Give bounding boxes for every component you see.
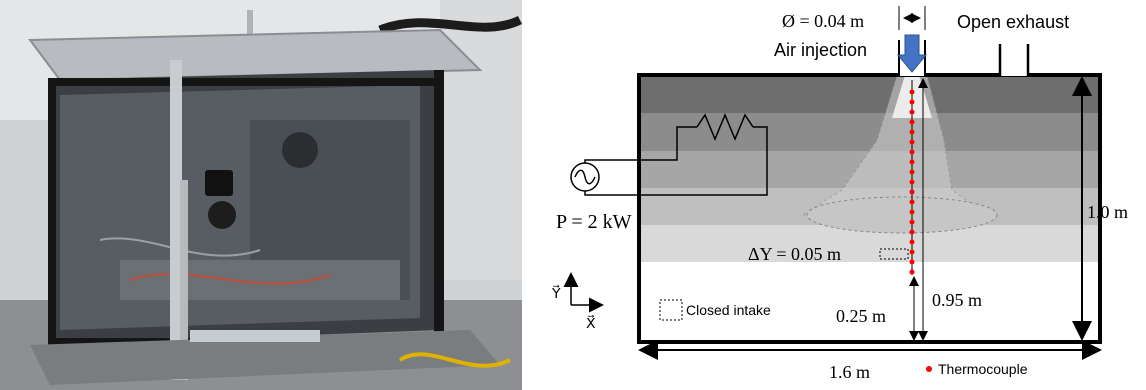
air-injection-arrow — [896, 34, 928, 73]
closed-intake-icon — [659, 299, 683, 321]
chamber-schematic: Ø = 0.04 m Air injection Open exhaust P … — [551, 6, 1128, 382]
experimental-chamber-photo — [0, 0, 522, 390]
axis-x-label: X⃗ — [586, 314, 596, 332]
thermocouple-legend-icon — [926, 366, 932, 372]
probe-height-label: 0.95 m — [932, 290, 982, 310]
closed-intake-label: Closed intake — [686, 302, 771, 318]
intake-height-label: 0.25 m — [836, 306, 886, 326]
open-exhaust-label: Open exhaust — [957, 12, 1069, 32]
thermocouple-label: Thermocouple — [938, 361, 1028, 377]
axis-y-label: Y⃗ — [551, 284, 561, 302]
height-label: 1.0 m — [1087, 202, 1128, 222]
air-injection-label: Air injection — [774, 40, 867, 60]
exhaust-pipe — [998, 44, 1030, 76]
thermocouple-rake — [879, 80, 915, 275]
heater-circuit — [570, 113, 768, 196]
diameter-label: Ø = 0.04 m — [782, 11, 864, 31]
delta-y-label: ΔY = 0.05 m — [748, 244, 841, 264]
axis-indicator — [563, 272, 604, 313]
power-label: P = 2 kW — [556, 211, 632, 233]
width-label: 1.6 m — [829, 362, 870, 382]
